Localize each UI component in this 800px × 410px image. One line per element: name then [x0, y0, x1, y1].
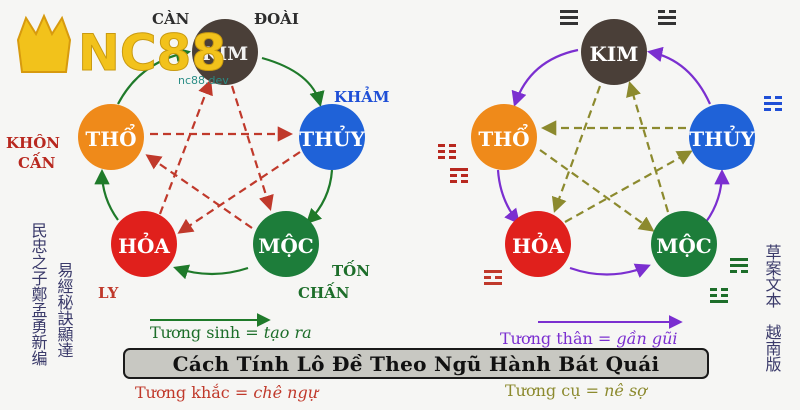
logo-site: nc88.dev [178, 74, 229, 87]
than-cycle-arrows [496, 46, 730, 278]
node-hoa [111, 211, 177, 277]
legend-than-meaning: gần gũi [616, 329, 677, 348]
trigram-symbol-moc-2 [710, 288, 728, 303]
node-kim [192, 19, 258, 85]
label-kham: KHẢM [334, 86, 389, 106]
trigram-symbol-thuy [764, 96, 782, 111]
sinh-cycle-arrows [94, 46, 334, 280]
node-kim-right [581, 19, 647, 85]
legend-cu-text: Tương cụ = nê sợ [505, 381, 648, 400]
node-kim-label: KIM [202, 43, 248, 65]
node-moc-right [651, 211, 717, 277]
arrow-moc-to-kim [626, 81, 670, 213]
node-kim-right-label: KIM [590, 42, 639, 66]
arrow-hoa-to-kim [158, 79, 213, 215]
cu-cycle-arrows [539, 81, 693, 232]
vertical-text-right-2: 越南版 [763, 324, 782, 372]
legend-than-prefix: Tương thân = [500, 329, 616, 348]
arrow-hoa-to-thuy [564, 150, 693, 223]
arrow-kim-to-hoa [551, 85, 602, 213]
node-tho-right [471, 104, 537, 170]
nc88-logo: NC88 nc88.dev [16, 13, 229, 87]
legend-cu-prefix: Tương cụ = [505, 381, 604, 400]
node-moc-label: MỘC [258, 232, 313, 258]
trigram-symbol-tho-1 [438, 144, 456, 159]
right-diagram: KIM THỦY MỘC HỎA THỔ [438, 10, 782, 400]
node-tho [78, 104, 144, 170]
trigram-symbol-kim-left [560, 10, 578, 25]
legend-khac-prefix: Tương khắc = [135, 383, 253, 402]
label-ly: LY [98, 284, 119, 302]
node-thuy-right-label: THỦY [689, 123, 755, 151]
vertical-text-left-1: 民忠之子鄭孟勇新编 [29, 222, 48, 366]
legend-sinh-text: Tương sinh = tạo ra [150, 323, 312, 342]
logo-crown-icon [16, 13, 72, 73]
arrow-kim-to-thuy [261, 56, 325, 107]
node-hoa-label: HỎA [118, 230, 170, 258]
arrow-thuy-to-kim [646, 46, 712, 105]
arrow-kim-to-tho [511, 48, 579, 107]
legend-sinh-meaning: tạo ra [264, 323, 312, 342]
arrow-moc-to-tho [145, 154, 253, 229]
arrow-hoa-to-moc [569, 263, 651, 278]
legend-than-text: Tương thân = gần gũi [500, 329, 678, 348]
vertical-text-right-1: 草案文本 [763, 244, 782, 308]
node-thuy-label: THỦY [299, 123, 365, 151]
arrow-moc-to-hoa [173, 264, 249, 280]
arrow-tho-to-moc [539, 149, 655, 232]
trigram-symbol-moc-1 [730, 258, 748, 273]
caption-banner: Cách Tính Lô Đề Theo Ngũ Hành Bát Quái [123, 348, 709, 379]
node-thuy-right [689, 104, 755, 170]
node-hoa-right [505, 211, 571, 277]
node-hoa-right-label: HỎA [512, 230, 564, 258]
node-moc-right-label: MỘC [656, 232, 711, 258]
node-thuy [299, 104, 365, 170]
arrow-thuy-to-moc [305, 169, 334, 225]
label-can: CÀN [152, 10, 190, 28]
label-chan: CHẤN [298, 282, 350, 302]
arrow-moc-to-thuy [705, 168, 730, 223]
legend-khac-text: Tương khắc = chê ngự [135, 383, 320, 402]
arrow-tho-to-kim [117, 46, 192, 105]
legend-sinh-prefix: Tương sinh = [150, 323, 264, 342]
arrow-tho-to-hoa [496, 169, 520, 225]
left-diagram: KIM THỦY MỘC HỎA THỔ CÀN ĐOÀI KHẢM KHÔN … [6, 10, 389, 402]
trigram-symbol-kim-right [658, 10, 676, 25]
trigram-symbol-tho-2 [450, 168, 468, 183]
legend-cu-meaning: nê sợ [604, 381, 648, 400]
khac-cycle-arrows [145, 79, 301, 234]
arrow-kim-to-moc [230, 85, 274, 211]
label-doai: ĐOÀI [254, 10, 299, 28]
logo-text: NC88 [78, 24, 226, 82]
vertical-text-left-2: 易經秘訣顯達 [55, 262, 74, 358]
node-moc [253, 211, 319, 277]
node-tho-right-label: THỔ [478, 122, 529, 151]
node-tho-label: THỔ [85, 122, 136, 151]
legend-khac-meaning: chê ngự [253, 383, 319, 402]
arrow-hoa-to-tho [94, 168, 119, 221]
label-can-2: CẤN [18, 152, 56, 172]
label-ton: TỐN [332, 260, 370, 280]
trigram-symbol-hoa [484, 270, 502, 285]
arrow-thuy-to-hoa [177, 151, 301, 234]
label-khon: KHÔN [6, 134, 60, 152]
